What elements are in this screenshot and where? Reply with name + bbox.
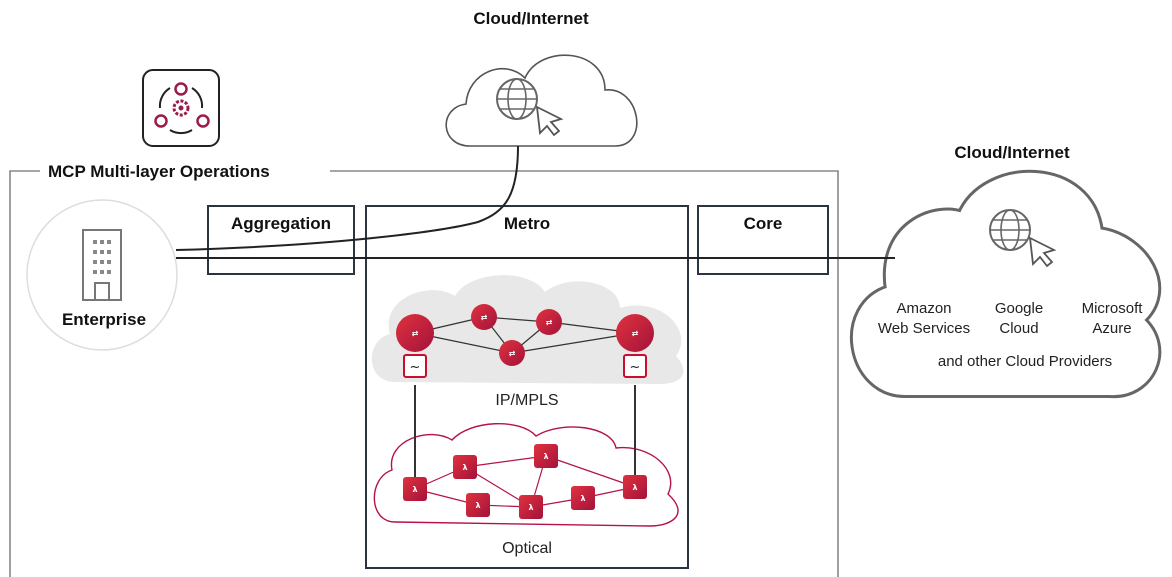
router-icon: ⇄ bbox=[536, 309, 562, 335]
svg-text:λ: λ bbox=[475, 501, 480, 510]
provider-aws-line1: Amazon bbox=[896, 300, 951, 317]
provider-google-line1: Google bbox=[995, 300, 1043, 317]
svg-text:⇄: ⇄ bbox=[546, 318, 553, 327]
ip-mpls-cloud bbox=[371, 275, 684, 384]
mcp-frame bbox=[9, 170, 839, 577]
svg-text:λ: λ bbox=[412, 485, 417, 494]
lambda-switch-icon: λ bbox=[534, 444, 558, 468]
building-icon bbox=[82, 229, 122, 301]
svg-text:⇄: ⇄ bbox=[632, 329, 639, 338]
lambda-switch-icon: λ bbox=[519, 495, 543, 519]
core-label: Core bbox=[744, 214, 783, 233]
optical-cloud bbox=[373, 422, 679, 527]
mcp-title: MCP Multi-layer Operations bbox=[48, 162, 270, 181]
globe-cursor-icon bbox=[496, 78, 564, 137]
providers-note: and other Cloud Providers bbox=[938, 353, 1112, 370]
svg-text:λ: λ bbox=[580, 494, 585, 503]
router-icon: ⇄ bbox=[616, 314, 654, 352]
router-icon: ⇄ bbox=[396, 314, 434, 352]
svg-text:⇄: ⇄ bbox=[412, 329, 419, 338]
optical-label: Optical bbox=[502, 540, 552, 557]
ip-mpls-label: IP/MPLS bbox=[495, 392, 558, 409]
provider-aws-line2: Web Services bbox=[878, 320, 970, 337]
svg-text:~: ~ bbox=[410, 360, 421, 375]
lambda-switch-icon: λ bbox=[466, 493, 490, 517]
enterprise-label: Enterprise bbox=[62, 310, 146, 329]
provider-azure-line2: Azure bbox=[1092, 320, 1131, 337]
svg-text:⇄: ⇄ bbox=[481, 313, 488, 322]
lambda-switch-icon: λ bbox=[623, 475, 647, 499]
chip-wave-icon: ~ bbox=[623, 354, 647, 378]
top-cloud bbox=[445, 54, 638, 147]
aggregation-label: Aggregation bbox=[231, 214, 331, 233]
right-cloud-title: Cloud/Internet bbox=[954, 143, 1070, 162]
router-icon: ⇄ bbox=[499, 340, 525, 366]
mcp-cycle-gears-icon bbox=[142, 69, 220, 147]
metro-label: Metro bbox=[504, 214, 550, 233]
svg-text:λ: λ bbox=[632, 483, 637, 492]
globe-cursor-icon bbox=[989, 209, 1057, 268]
core-box bbox=[697, 205, 829, 275]
router-icon: ⇄ bbox=[471, 304, 497, 330]
svg-text:~: ~ bbox=[630, 360, 641, 375]
aggregation-box bbox=[207, 205, 355, 275]
provider-google-line2: Cloud bbox=[999, 320, 1038, 337]
svg-text:λ: λ bbox=[528, 503, 533, 512]
lambda-switch-icon: λ bbox=[453, 455, 477, 479]
provider-azure-line1: Microsoft bbox=[1082, 300, 1144, 317]
top-cloud-title: Cloud/Internet bbox=[473, 9, 589, 28]
enterprise-node: Enterprise bbox=[26, 199, 178, 351]
lambda-switch-icon: λ bbox=[403, 477, 427, 501]
right-cloud: Amazon Web Services Google Cloud Microso… bbox=[850, 169, 1162, 399]
svg-text:⇄: ⇄ bbox=[509, 349, 516, 358]
chip-wave-icon: ~ bbox=[403, 354, 427, 378]
lambda-switch-icon: λ bbox=[571, 486, 595, 510]
svg-text:λ: λ bbox=[462, 463, 467, 472]
svg-text:λ: λ bbox=[543, 452, 548, 461]
enterprise-to-top-cloud-link bbox=[175, 145, 519, 251]
